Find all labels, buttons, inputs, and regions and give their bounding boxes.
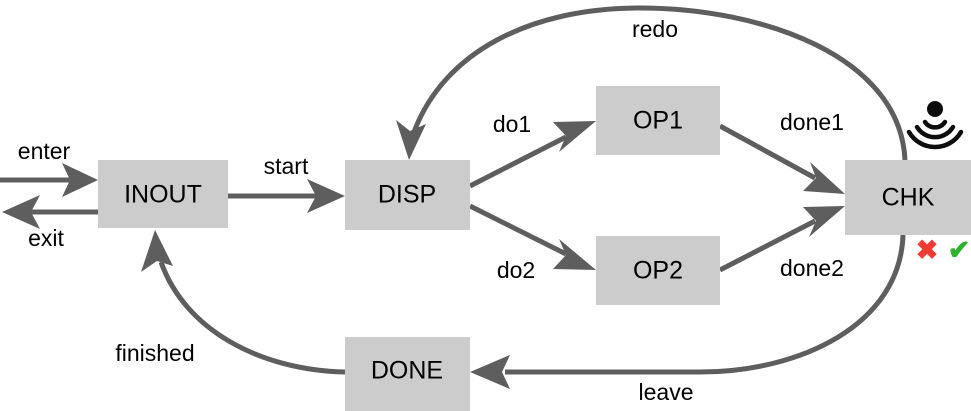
edge-label-finished: finished [115,340,194,366]
broadcast-icon [906,101,964,150]
edge-do1: do1 [468,111,596,189]
success-mark-icon: ✔ [948,235,971,265]
broadcast-icon-arc-3 [906,129,964,150]
edge-redo: redo [396,5,908,161]
edge-finished-line [158,261,346,375]
state-box-disp[interactable] [345,160,470,230]
state-box-done[interactable] [345,337,470,411]
state-node-chk[interactable]: CHK [845,160,971,235]
edge-label-redo: redo [632,16,678,42]
edge-finished: finished [115,230,346,375]
edge-label-start: start [264,153,309,179]
state-box-chk[interactable] [845,160,971,235]
edge-done2-arrowhead [803,206,845,237]
edge-redo-arrowhead [396,120,426,160]
broadcast-icon-dot [927,101,943,117]
edge-done1: done1 [718,109,845,194]
state-node-inout[interactable]: INOUT [98,160,228,228]
state-node-disp[interactable]: DISP [345,160,470,230]
edge-label-done2: done2 [780,255,844,281]
edge-label-do1: do1 [493,111,531,137]
state-label-done: DONE [371,357,443,385]
edge-done2-line [718,218,817,273]
state-box-inout[interactable] [98,160,228,228]
edge-do2-arrowhead [553,239,596,270]
state-label-op1: OP1 [633,107,683,135]
edge-finished-arrowhead [141,230,173,272]
state-node-done[interactable]: DONE [345,337,470,411]
state-label-op2: OP2 [633,257,683,285]
state-box-op1[interactable] [596,86,720,155]
state-node-op1[interactable]: OP1 [596,86,720,155]
edge-do2-line [468,203,568,257]
edge-do2: do2 [468,203,596,283]
edge-label-leave: leave [639,379,694,405]
broadcast-icon-arc-2 [914,124,956,140]
state-node-op2[interactable]: OP2 [596,236,720,305]
edge-leave-line [505,234,906,375]
state-label-chk: CHK [882,184,935,212]
edge-leave: leave [470,234,906,405]
state-label-inout: INOUT [124,181,202,209]
edge-done2: done2 [718,206,845,281]
edge-enter-arrowhead [62,163,98,197]
state-label-disp: DISP [378,181,436,209]
edge-done1-arrowhead [803,162,845,194]
edge-start-arrowhead [307,179,345,213]
edge-do1-arrowhead [553,121,596,152]
edge-enter: enter [0,138,98,197]
edge-start: start [228,153,345,213]
edge-label-done1: done1 [780,109,844,135]
edge-do1-line [468,134,568,189]
fail-mark-icon: ✖ [916,235,939,265]
edge-label-do2: do2 [497,257,535,283]
state-box-op2[interactable] [596,236,720,305]
edge-label-enter: enter [18,138,71,164]
edge-leave-arrowhead [470,355,510,389]
edge-done1-line [718,123,817,181]
broadcast-icon-arc-1 [922,119,948,130]
edge-exit-arrowhead [2,195,40,229]
edge-exit: exit [2,195,98,251]
edge-redo-line [411,5,908,161]
edge-label-exit: exit [28,225,64,251]
